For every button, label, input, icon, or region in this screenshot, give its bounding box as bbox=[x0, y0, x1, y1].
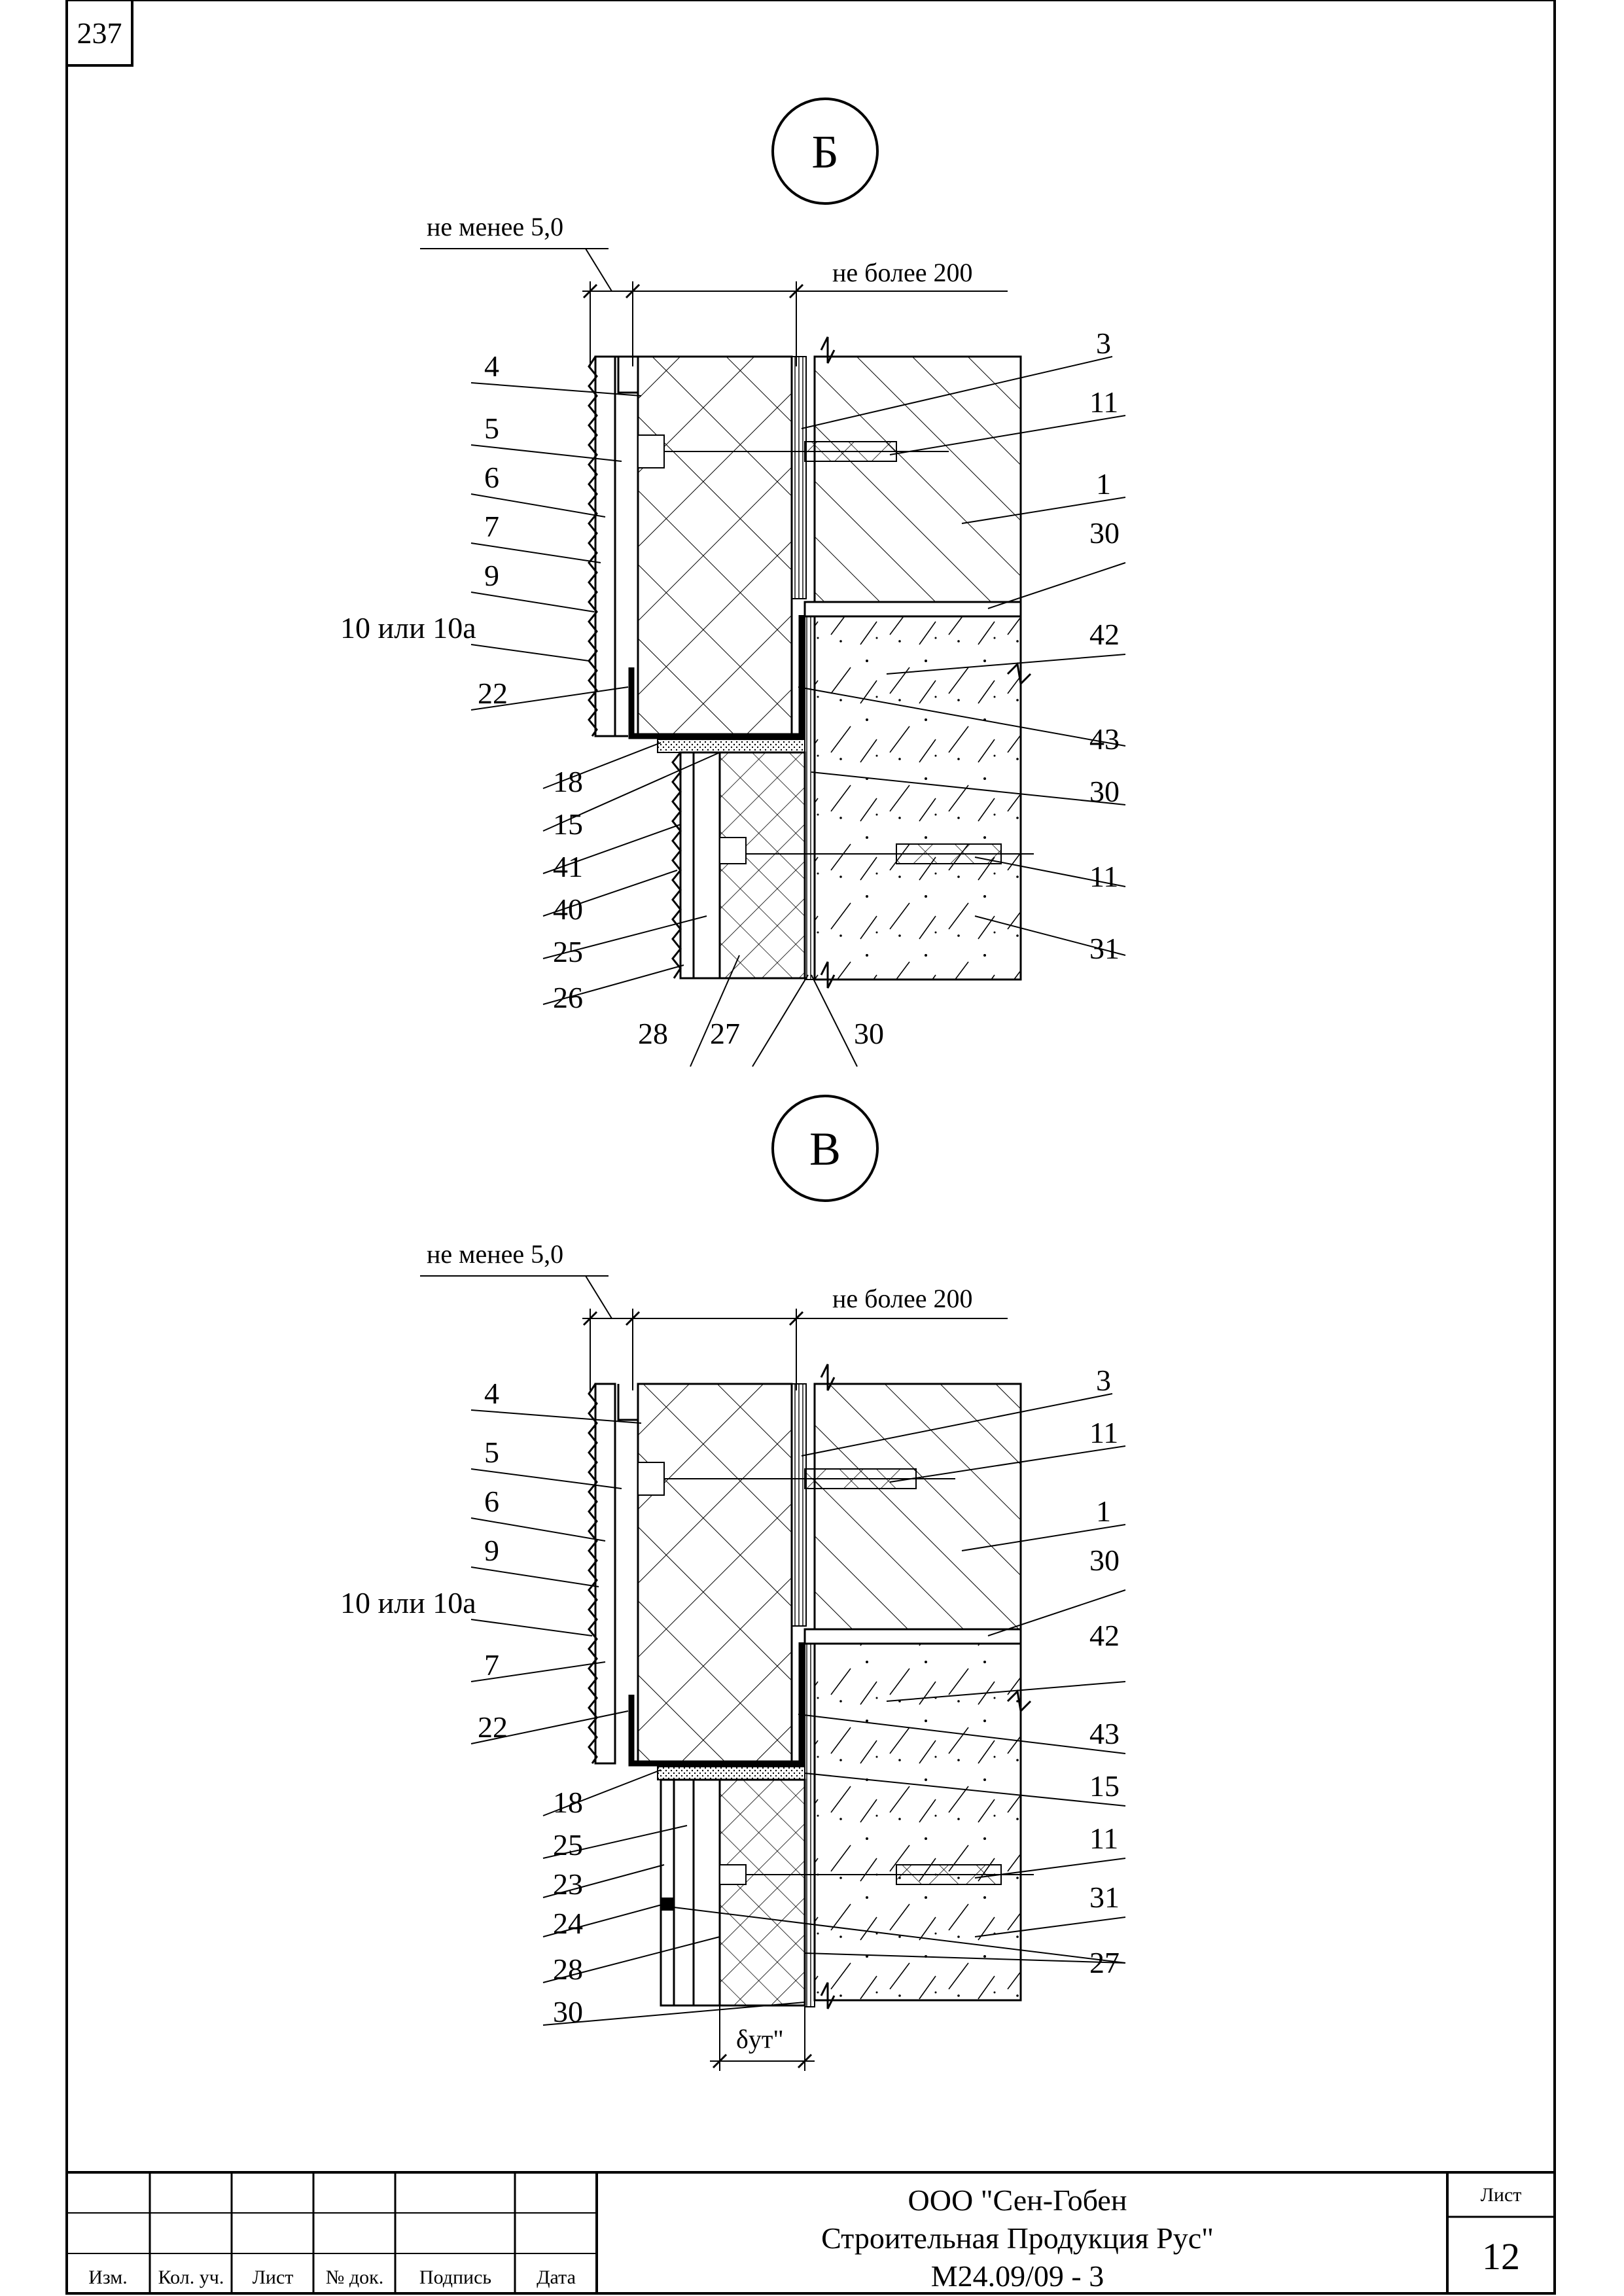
detail-b-label-42: 42 bbox=[1089, 618, 1120, 651]
tb-org-line1: ООО "Сен-Гобен bbox=[908, 2183, 1127, 2217]
detail-b-label-31: 31 bbox=[1089, 932, 1120, 965]
tb-doc-code: М24.09/09 - 3 bbox=[931, 2259, 1104, 2293]
detail-b-label-11: 11 bbox=[1089, 385, 1118, 419]
detail-v-dim-max: не более 200 bbox=[832, 1284, 972, 1313]
tb-col-date: Дата bbox=[537, 2267, 576, 2288]
detail-b-label-15: 15 bbox=[553, 807, 583, 841]
detail-v-dim-min: не менее 5,0 bbox=[427, 1239, 563, 1269]
detail-b-adhesive-upper bbox=[791, 356, 807, 599]
detail-b-marker: Б bbox=[811, 126, 838, 178]
detail-b-label-18: 18 bbox=[553, 765, 583, 798]
detail-b-label-4: 4 bbox=[484, 349, 499, 383]
detail-v-label-27: 27 bbox=[1089, 1946, 1120, 1979]
detail-b-label-6: 6 bbox=[484, 461, 499, 494]
detail-v-label-5: 5 bbox=[484, 1436, 499, 1469]
detail-b-marker-circle bbox=[771, 97, 879, 205]
detail-v-label-3: 3 bbox=[1096, 1364, 1111, 1397]
title-block bbox=[67, 2171, 1555, 2293]
detail-v-wall-upper bbox=[813, 1383, 1022, 1631]
detail-v-label-7: 7 bbox=[484, 1648, 499, 1682]
detail-b-wall-upper bbox=[813, 355, 1022, 603]
detail-b-label-3: 3 bbox=[1096, 327, 1111, 360]
detail-v-right-labels bbox=[673, 1393, 1126, 1964]
detail-v-label-24: 24 bbox=[553, 1907, 583, 1940]
detail-v-label-15: 15 bbox=[1089, 1769, 1120, 1803]
detail-v-label-1: 1 bbox=[1096, 1494, 1111, 1528]
detail-b-label-28: 28 bbox=[638, 1017, 668, 1050]
detail-b-base-profile bbox=[628, 615, 805, 739]
detail-v-label-25: 25 bbox=[553, 1828, 583, 1862]
detail-b-label-26: 26 bbox=[553, 981, 583, 1014]
detail-v-marker: В bbox=[809, 1123, 841, 1175]
detail-v-insulation-upper bbox=[637, 1383, 793, 1765]
detail-b-label-30c: 30 bbox=[854, 1017, 884, 1050]
tb-col-list: Лист bbox=[253, 2267, 294, 2288]
detail-v-label-11: 11 bbox=[1089, 1416, 1118, 1449]
detail-b-label-30b: 30 bbox=[1089, 775, 1120, 808]
detail-v-label-11b: 11 bbox=[1089, 1822, 1118, 1855]
tb-sheet-number: 12 bbox=[1482, 2235, 1520, 2278]
sheet-frame bbox=[65, 0, 1556, 2295]
tb-col-izm: Изм. bbox=[88, 2267, 128, 2288]
detail-b-slab bbox=[803, 601, 1022, 618]
detail-v-label-30a: 30 bbox=[1089, 1544, 1120, 1577]
detail-b-label-25: 25 bbox=[553, 935, 583, 968]
detail-v-left-labels bbox=[470, 1409, 805, 2026]
detail-v-wall-lower bbox=[813, 1642, 1022, 2002]
detail-v-label-28: 28 bbox=[553, 1952, 583, 1986]
tb-col-kol: Кол. уч. bbox=[158, 2267, 224, 2288]
tb-sheet-label: Лист bbox=[1481, 2184, 1522, 2206]
detail-v-label-43: 43 bbox=[1089, 1717, 1120, 1750]
detail-b-insulation-upper bbox=[637, 355, 793, 737]
detail-b-right-labels bbox=[798, 356, 1126, 956]
detail-v-label-6: 6 bbox=[484, 1485, 499, 1518]
detail-b-label-9: 9 bbox=[484, 559, 499, 592]
detail-b-label-7: 7 bbox=[484, 510, 499, 543]
tb-org-line2: Строительная Продукция Рус" bbox=[821, 2221, 1214, 2255]
detail-b: Б не менее 5,0 не более 200 bbox=[340, 97, 1126, 1067]
detail-b-insulation-lower bbox=[718, 751, 806, 980]
detail-v-label-30: 30 bbox=[553, 1995, 583, 2028]
detail-v-label-10: 10 или 10а bbox=[340, 1586, 476, 1619]
detail-b-label-11b: 11 bbox=[1089, 860, 1118, 893]
detail-b-label-22: 22 bbox=[478, 677, 508, 710]
detail-b-dim-min: не менее 5,0 bbox=[427, 212, 563, 241]
detail-b-render bbox=[594, 355, 616, 737]
detail-v-insulation-lower bbox=[718, 1778, 806, 2007]
detail-b-label-41: 41 bbox=[553, 850, 583, 883]
detail-v-slab bbox=[803, 1628, 1022, 1645]
detail-v-label-4: 4 bbox=[484, 1377, 499, 1410]
detail-v-label-42: 42 bbox=[1089, 1619, 1120, 1652]
detail-v-label-23: 23 bbox=[553, 1867, 583, 1901]
detail-v-label-22: 22 bbox=[478, 1710, 508, 1744]
detail-v-marker-circle bbox=[771, 1095, 879, 1202]
tb-col-sign: Подпись bbox=[419, 2267, 491, 2288]
detail-b-label-5: 5 bbox=[484, 412, 499, 445]
detail-b-dim-max: не более 200 bbox=[832, 258, 972, 287]
detail-b-finish-zigzag bbox=[588, 356, 598, 737]
detail-v-label-18: 18 bbox=[553, 1786, 583, 1819]
page-number: 237 bbox=[77, 16, 122, 50]
detail-v-dim-insulation: δут" bbox=[736, 2024, 784, 2054]
detail-v-label-31: 31 bbox=[1089, 1881, 1120, 1914]
detail-b-label-30a: 30 bbox=[1089, 516, 1120, 550]
page-number-box bbox=[65, 0, 133, 67]
detail-b-label-40: 40 bbox=[553, 892, 583, 926]
tb-col-doc: № док. bbox=[326, 2267, 383, 2288]
detail-v-label-9: 9 bbox=[484, 1534, 499, 1567]
detail-b-left-labels bbox=[470, 382, 720, 1005]
detail-b-label-1: 1 bbox=[1096, 467, 1111, 501]
detail-v: В не менее 5,0 не более 200 bbox=[340, 1095, 1126, 2071]
detail-b-label-10: 10 или 10а bbox=[340, 611, 476, 645]
detail-b-label-43: 43 bbox=[1089, 722, 1120, 756]
detail-b-label-27: 27 bbox=[710, 1017, 740, 1050]
detail-v-base-profile bbox=[628, 1642, 805, 1767]
